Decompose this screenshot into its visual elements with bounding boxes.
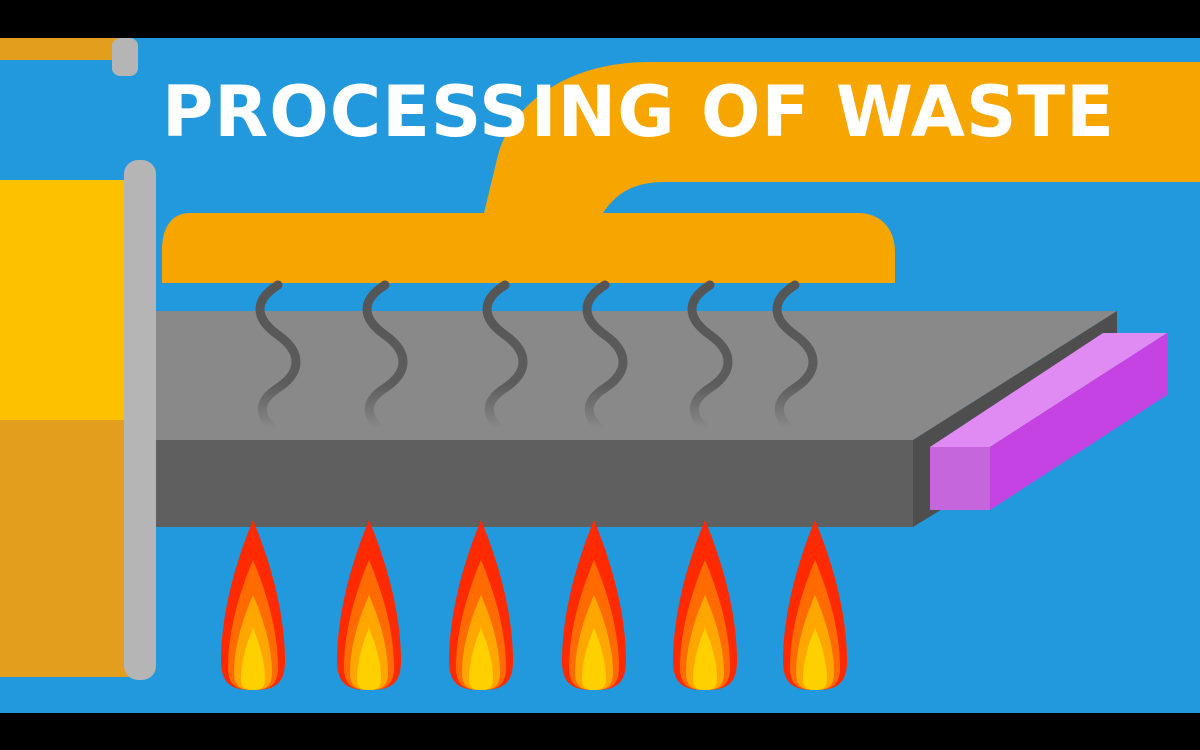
vapor-group — [255, 280, 818, 433]
gas-collection-pipe — [162, 62, 1200, 283]
vapor-wisp-5 — [687, 280, 733, 433]
drum-ring — [124, 160, 156, 680]
drum-ring-top — [112, 38, 138, 76]
vapor-wisp-2 — [362, 280, 408, 433]
letterbox-top — [0, 0, 1200, 38]
flame-3 — [449, 520, 513, 690]
top-left-pipe — [0, 38, 118, 60]
drum-upper — [0, 180, 134, 420]
vapor-wisp-1 — [255, 280, 301, 433]
vapor-wisp-3 — [482, 280, 528, 433]
flame-group — [221, 520, 847, 690]
flame-5 — [673, 520, 737, 690]
drum-lower — [0, 420, 134, 677]
vapor-wisp-6 — [772, 280, 818, 433]
output-block-top — [930, 333, 1167, 447]
letterbox-bottom — [0, 713, 1200, 750]
flame-6 — [783, 520, 847, 690]
flame-4 — [562, 520, 626, 690]
page-title: PROCESSING OF WASTE — [162, 71, 1115, 153]
vapor-wisp-4 — [582, 280, 628, 433]
flame-1 — [221, 520, 285, 690]
output-block-side — [990, 333, 1167, 510]
output-block-front — [930, 447, 990, 510]
flame-2 — [337, 520, 401, 690]
conveyor-front-face — [156, 440, 913, 527]
